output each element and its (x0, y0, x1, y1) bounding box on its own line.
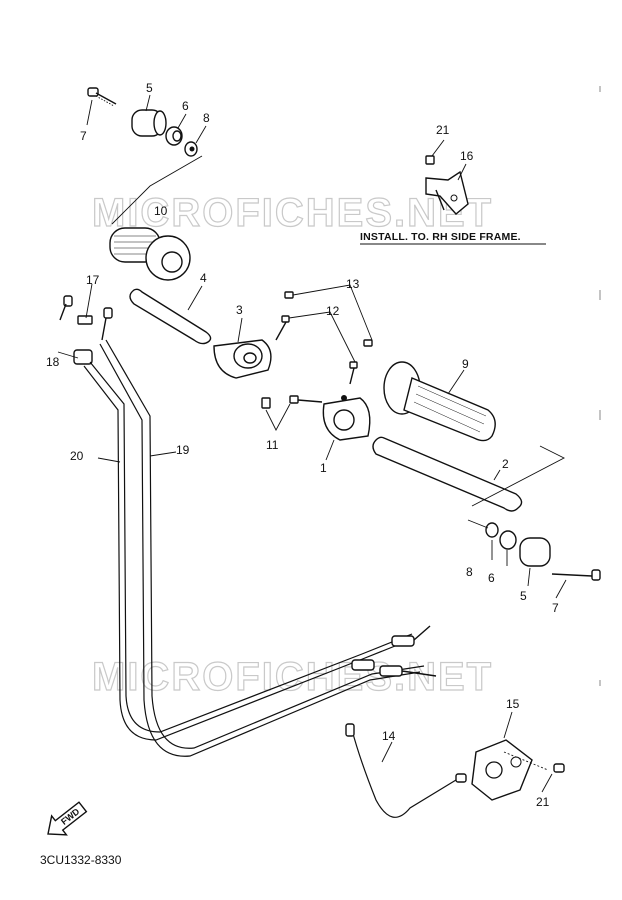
callout-19[interactable]: 19 (176, 443, 190, 457)
choke-lever-15[interactable] (471, 739, 549, 801)
bolt-7-lower[interactable] (551, 569, 601, 581)
bolt-7-upper[interactable] (87, 87, 117, 107)
callout-17[interactable]: 17 (86, 273, 100, 287)
throttle-housing-3[interactable] (213, 339, 272, 379)
callout-6-lower[interactable]: 6 (488, 571, 495, 585)
forward-direction-icon: FWD (47, 801, 88, 836)
callout-8-lower[interactable]: 8 (466, 565, 473, 579)
callout-1[interactable]: 1 (320, 461, 327, 475)
callout-21-lower[interactable]: 21 (536, 795, 550, 809)
screw-21-upper[interactable] (425, 155, 435, 165)
callout-14[interactable]: 14 (382, 729, 396, 743)
throttle-tube-4[interactable] (129, 288, 212, 345)
throttle-cable-19[interactable] (99, 339, 425, 757)
collar-6-lower[interactable] (499, 530, 517, 550)
callout-7-upper[interactable]: 7 (80, 129, 87, 143)
callout-3[interactable]: 3 (236, 303, 243, 317)
watermark-bottom: MICROFICHES.NET (92, 655, 493, 699)
bar-end-weight-5-upper[interactable] (131, 109, 167, 137)
watermark-top: MICROFICHES.NET (92, 191, 493, 235)
nut-8-upper[interactable] (184, 141, 198, 157)
callout-2[interactable]: 2 (502, 457, 509, 471)
grip-10[interactable] (109, 227, 191, 281)
diagram-code: 3CU1332-8330 (40, 853, 122, 867)
throttle-cable-20[interactable] (83, 361, 413, 741)
screw-12[interactable] (275, 315, 358, 385)
grip-9[interactable] (383, 361, 496, 442)
screw-13[interactable] (284, 291, 373, 347)
callout-21-upper[interactable]: 21 (436, 123, 450, 137)
installation-note: INSTALL. TO. RH SIDE FRAME. (360, 231, 521, 243)
callout-13[interactable]: 13 (346, 277, 360, 291)
choke-cable-14[interactable] (345, 723, 467, 818)
callout-8-upper[interactable]: 8 (203, 111, 210, 125)
callout-15[interactable]: 15 (506, 697, 520, 711)
cable-fittings-left[interactable] (59, 295, 113, 365)
bar-end-weight-5-lower[interactable] (519, 537, 551, 567)
handlebar-2[interactable] (372, 436, 523, 512)
switch-housing-1[interactable] (322, 395, 371, 441)
callout-20[interactable]: 20 (70, 449, 84, 463)
callout-4[interactable]: 4 (200, 271, 207, 285)
callout-5-lower[interactable]: 5 (520, 589, 527, 603)
screw-11[interactable] (261, 395, 323, 409)
callout-5-upper[interactable]: 5 (146, 81, 153, 95)
callout-16[interactable]: 16 (460, 149, 474, 163)
callout-10[interactable]: 10 (154, 204, 168, 218)
callout-11[interactable]: 11 (266, 438, 279, 452)
cable-bracket-16[interactable] (425, 170, 469, 215)
callout-12[interactable]: 12 (326, 304, 340, 318)
callout-18[interactable]: 18 (46, 355, 60, 369)
collar-6-upper[interactable] (165, 126, 183, 146)
screw-21-lower[interactable] (553, 763, 565, 773)
callout-7-lower[interactable]: 7 (552, 601, 559, 615)
cable-ends-throttle[interactable] (351, 625, 437, 677)
callout-6-upper[interactable]: 6 (182, 99, 189, 113)
callout-9[interactable]: 9 (462, 357, 469, 371)
nut-8-lower[interactable] (485, 522, 499, 538)
